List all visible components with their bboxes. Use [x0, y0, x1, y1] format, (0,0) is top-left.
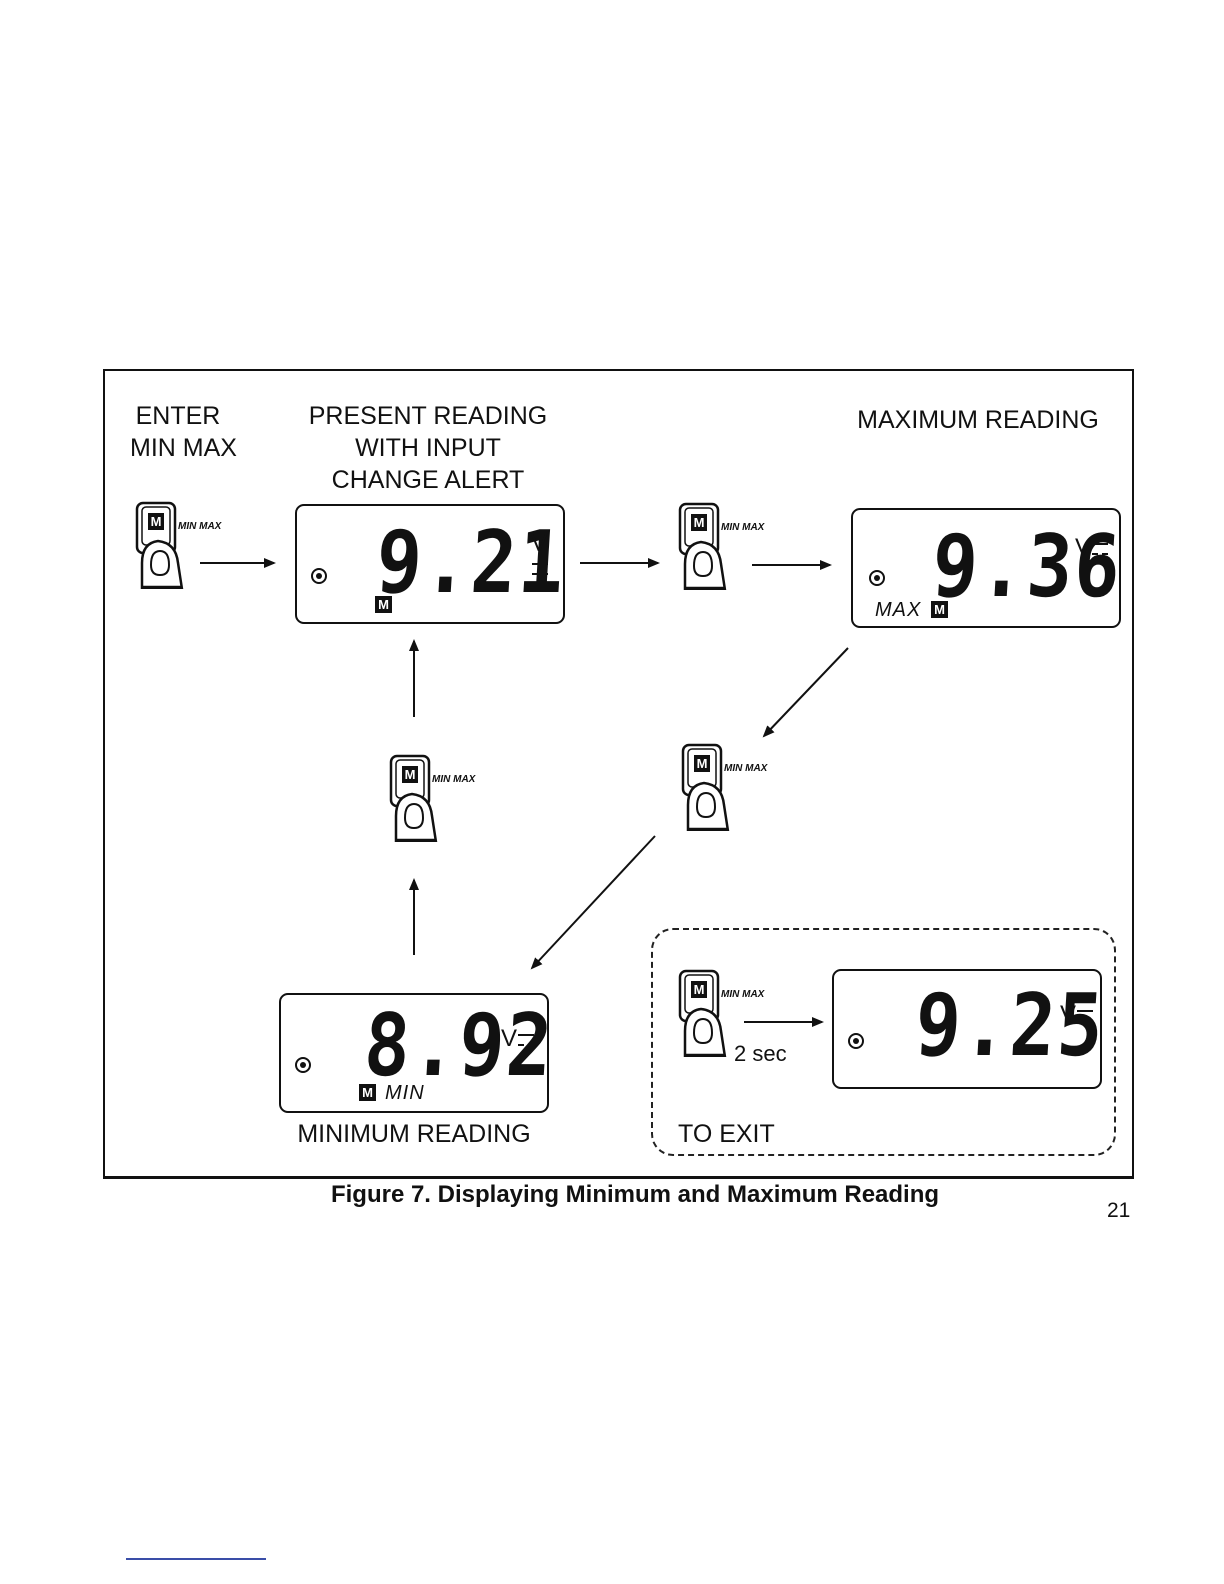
- finger-press-icon: [388, 754, 452, 842]
- display-present-unit: V: [531, 532, 563, 580]
- label-minimum: MINIMUM READING: [294, 1118, 534, 1150]
- label-present-line2: WITH INPUT: [300, 432, 556, 464]
- finger-press-icon: [134, 501, 198, 589]
- minmax-button-to-min: M MIN MAX: [680, 743, 744, 831]
- memory-indicator: M: [375, 596, 392, 613]
- label-enter-line2: MIN MAX: [130, 432, 226, 464]
- display-minimum-mode: MIN: [385, 1083, 425, 1103]
- finger-press-icon: [677, 502, 741, 590]
- label-present: PRESENT READING WITH INPUT CHANGE ALERT: [300, 400, 556, 496]
- minmax-button-tag: MIN MAX: [724, 763, 767, 774]
- footer-rule: [126, 1558, 266, 1560]
- minmax-button-enter: M MIN MAX: [134, 501, 198, 589]
- minmax-button-tag: MIN MAX: [721, 522, 764, 533]
- memory-indicator: M: [931, 601, 948, 618]
- display-maximum-mode: MAX: [875, 600, 921, 620]
- label-enter-line1: ENTER: [130, 400, 226, 432]
- dc-symbol-icon: [518, 1034, 534, 1046]
- minmax-button-tag: MIN MAX: [432, 774, 475, 785]
- figure-caption: Figure 7. Displaying Minimum and Maximum…: [0, 1180, 1224, 1210]
- display-minimum-unit: V: [501, 1027, 534, 1051]
- minmax-key-letter: M: [148, 513, 164, 530]
- label-present-line1: PRESENT READING: [300, 400, 556, 432]
- display-minimum-reading: 8.92 V M MIN: [279, 993, 549, 1113]
- memory-indicator: M: [359, 1084, 376, 1101]
- minmax-key-letter: M: [691, 514, 707, 531]
- dc-symbol-icon: [532, 563, 548, 575]
- minmax-key-letter: M: [694, 755, 710, 772]
- display-maximum-reading: 9.36 V MAX M: [851, 508, 1121, 628]
- label-enter: ENTER MIN MAX: [130, 400, 226, 464]
- minmax-button-tag: MIN MAX: [178, 521, 221, 532]
- input-alert-indicator-icon: [869, 570, 885, 586]
- label-maximum: MAXIMUM READING: [852, 404, 1104, 436]
- label-present-line3: CHANGE ALERT: [300, 464, 556, 496]
- display-maximum-unit-text: V: [1075, 534, 1091, 561]
- label-to-exit: TO EXIT: [678, 1118, 775, 1150]
- label-hold-time: 2 sec: [734, 1038, 787, 1070]
- display-maximum-unit: V: [1075, 536, 1108, 560]
- input-alert-indicator-icon: [295, 1057, 311, 1073]
- minmax-button-to-max: M MIN MAX: [677, 502, 741, 590]
- display-minimum-unit-text: V: [501, 1025, 517, 1052]
- display-present-reading: 9.21 V M: [295, 504, 565, 624]
- finger-press-icon: [680, 743, 744, 831]
- page-number: 21: [1107, 1198, 1130, 1224]
- display-present-unit-text: V: [531, 530, 547, 557]
- dc-symbol-icon: [1092, 543, 1108, 555]
- minmax-key-letter: M: [402, 766, 418, 783]
- input-alert-indicator-icon: [311, 568, 327, 584]
- minmax-button-to-present: M MIN MAX: [388, 754, 452, 842]
